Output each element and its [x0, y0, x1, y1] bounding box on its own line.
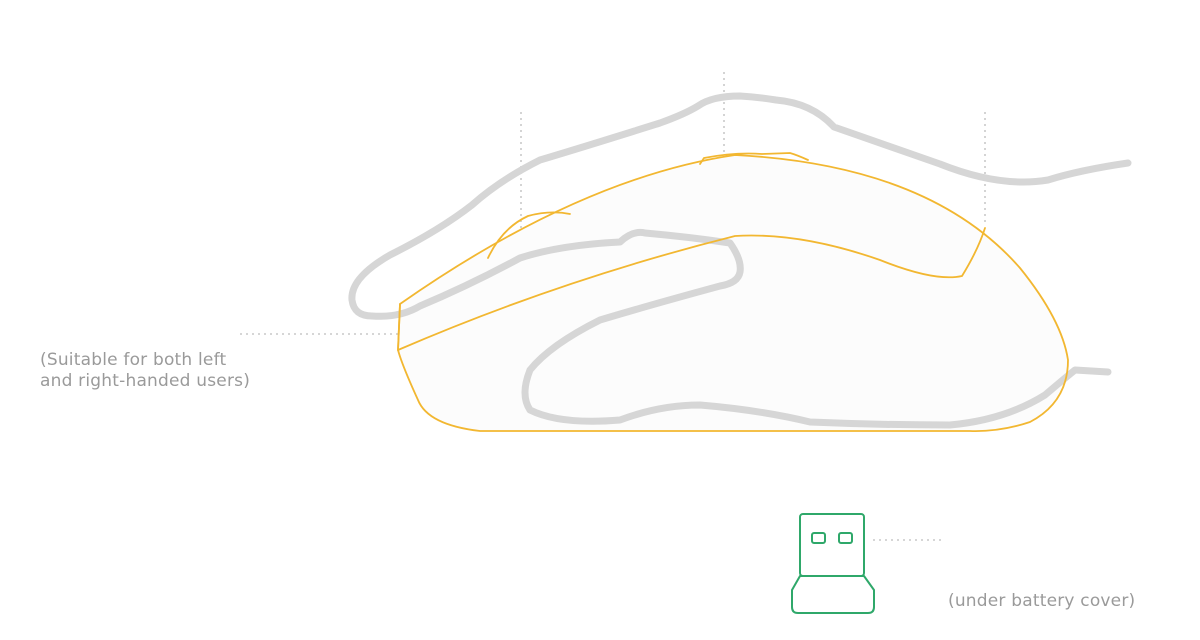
ambidextrous-caption: (Suitable for both left and right-handed… [40, 350, 340, 392]
ambidextrous-caption-line1: (Suitable for both left [40, 350, 227, 370]
receiver-pin-left [811, 532, 826, 544]
hand-upper-outline [348, 92, 1132, 429]
receiver-connector [799, 513, 865, 577]
mouse-button-line [397, 227, 986, 351]
hand-outline-icon [348, 92, 1132, 429]
mouse-outline-icon [397, 152, 1069, 432]
scroll-wheel-arc [487, 211, 571, 259]
usb-receiver-icon [791, 513, 875, 614]
receiver-location-caption: (under battery cover) [948, 591, 1136, 611]
mouse-body-fill [398, 155, 1068, 432]
ambidextrous-caption-line2: and right-handed users) [40, 371, 251, 391]
mouse-left-edge [397, 303, 401, 351]
top-seam [699, 152, 809, 165]
receiver-body [791, 575, 875, 614]
mouse-body-outline [397, 154, 1069, 432]
receiver-pin-right [838, 532, 853, 544]
